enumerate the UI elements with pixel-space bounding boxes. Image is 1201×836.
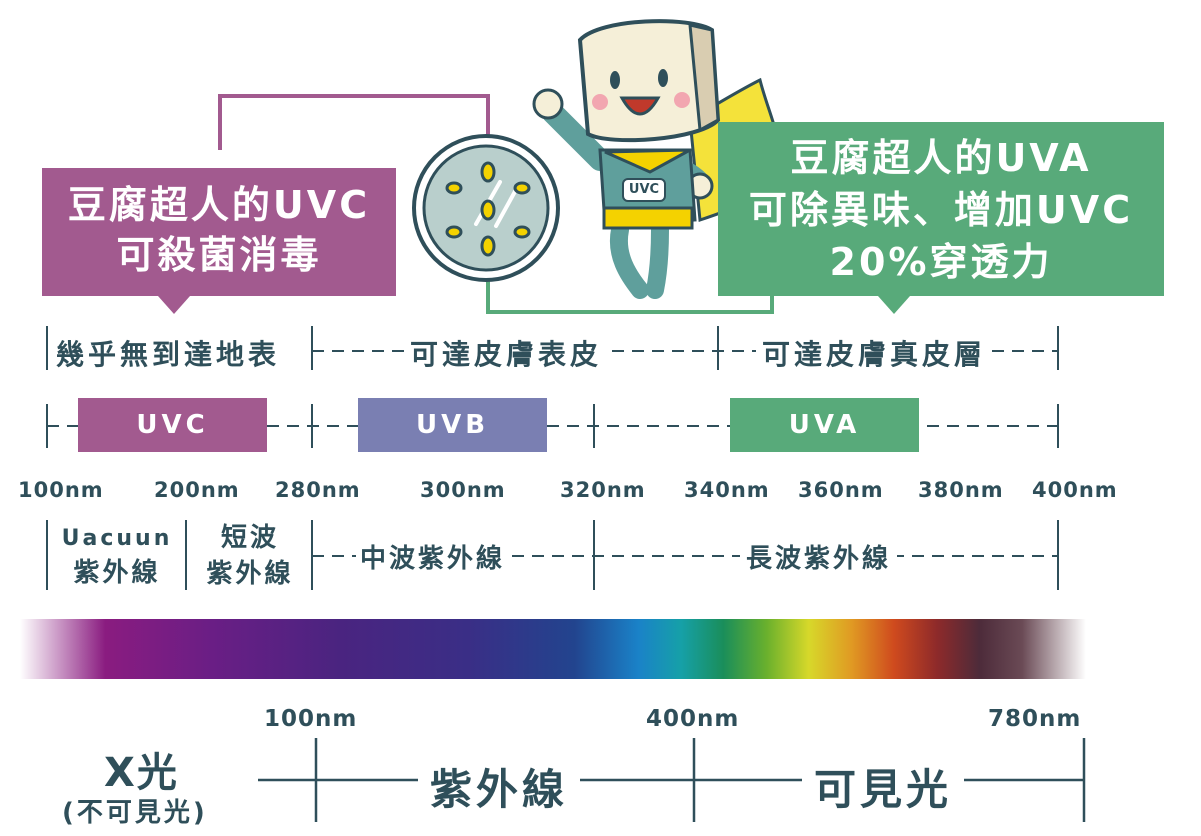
uva-callout-line1: 豆腐超人的UVA [790, 136, 1092, 180]
mascot-badge: UVC [622, 178, 666, 202]
wavelength-label: 100nm [18, 478, 104, 502]
uvc-callout: 豆腐超人的UVC 可殺菌消毒 [42, 168, 396, 296]
wave-type-medium: 中波紫外線 [356, 538, 510, 575]
wave-type-vacuum: Uacuun 紫外線 [56, 522, 178, 590]
penetration-dermis: 可達皮膚真皮層 [756, 333, 993, 373]
uvc-callout-line1: 豆腐超人的UVC [67, 183, 371, 227]
band-uvb: UVB [358, 398, 547, 452]
wave-type-vacuum-line2: 紫外線 [73, 558, 161, 588]
wave-type-long: 長波紫外線 [740, 538, 898, 575]
mascot-badge-text: UVC [628, 182, 660, 197]
wavelength-label: 200nm [154, 478, 240, 502]
uva-callout: 豆腐超人的UVA 可除異味、增加UVC 20%穿透力 [718, 122, 1164, 296]
uvc-callout-line2: 可殺菌消毒 [116, 233, 322, 277]
xray-label: X光 [104, 740, 179, 798]
band-uva: UVA [730, 398, 919, 452]
spectrum-tick-label: 400nm [646, 706, 740, 732]
penetration-surface: 幾乎無到達地表 [50, 333, 287, 373]
ultraviolet-label: 紫外線 [418, 756, 581, 817]
wavelength-label: 340nm [684, 478, 770, 502]
wavelength-label: 360nm [798, 478, 884, 502]
wave-type-short: 短波 紫外線 [192, 520, 308, 592]
wavelength-label: 320nm [560, 478, 646, 502]
penetration-epidermis: 可達皮膚表皮 [404, 333, 609, 373]
uva-callout-line3: 20%穿透力 [829, 240, 1053, 284]
wave-type-vacuum-line1: Uacuun [61, 526, 173, 551]
xray-sublabel: (不可見光) [62, 792, 208, 829]
wavelength-label: 280nm [275, 478, 361, 502]
wave-type-short-line2: 紫外線 [206, 559, 294, 589]
wavelength-label: 300nm [420, 478, 506, 502]
spectrum-gradient-bar [20, 619, 1086, 679]
wavelength-label: 380nm [918, 478, 1004, 502]
uva-callout-line2: 可除異味、增加UVC [748, 188, 1134, 232]
visible-light-label: 可見光 [802, 756, 965, 817]
wavelength-label: 400nm [1032, 478, 1118, 502]
spectrum-tick-label: 780nm [988, 706, 1082, 732]
spectrum-tick-label: 100nm [264, 706, 358, 732]
wave-type-short-line1: 短波 [220, 523, 279, 553]
band-uvc: UVC [78, 398, 267, 452]
